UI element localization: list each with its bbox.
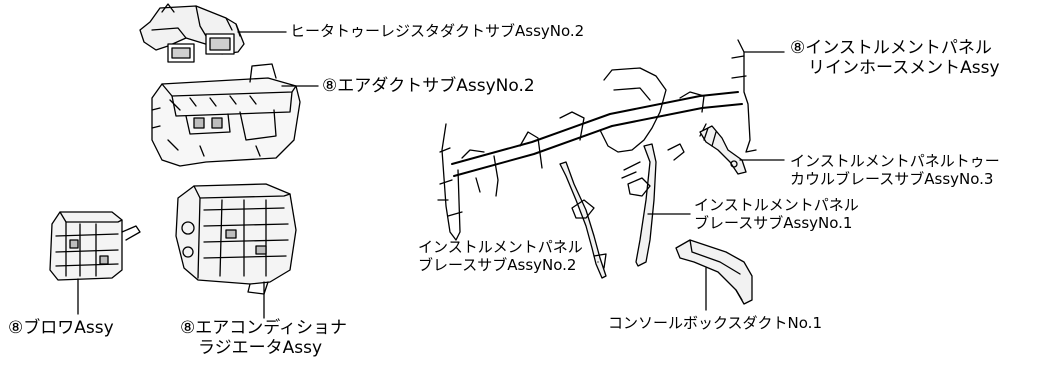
air-duct-part: [151, 63, 301, 167]
label-to-cowl-line2: カウルブレースサブAssyNo.3: [790, 170, 994, 188]
reinforcement-part: [437, 39, 757, 241]
label-reinforcement-line1: ⑧インストルメントパネル: [790, 38, 992, 58]
blower-part: [49, 211, 141, 281]
radiator-part: [175, 183, 297, 295]
label-air-duct: ⑧エアダクトサブAssyNo.2: [322, 76, 535, 96]
to-cowl-brace-part: [699, 125, 747, 175]
label-brace1-line1: インストルメントパネル: [694, 196, 859, 214]
brace1-part: [621, 143, 657, 267]
label-brace2-line2: ブレースサブAssyNo.2: [418, 256, 577, 274]
heater-duct-part: [139, 3, 245, 63]
label-brace1-line2: ブレースサブAssyNo.1: [694, 214, 853, 232]
label-blower: ⑧ブロワAssy: [8, 318, 114, 338]
label-brace2-line1: インストルメントパネル: [418, 238, 583, 256]
console-duct-part: [675, 239, 753, 305]
label-heater-duct: ヒータトゥーレジスタダクトサブAssyNo.2: [290, 22, 585, 40]
label-console-duct: コンソールボックスダクトNo.1: [608, 314, 822, 332]
label-radiator-line2: ラジエータAssy: [198, 338, 323, 358]
label-radiator-line1: ⑧エアコンディショナ: [180, 318, 348, 338]
brace2-part: [559, 161, 607, 279]
label-reinforcement-line2: リインホースメントAssy: [808, 58, 1000, 78]
label-to-cowl-line1: インストルメントパネルトゥー: [790, 152, 1000, 170]
